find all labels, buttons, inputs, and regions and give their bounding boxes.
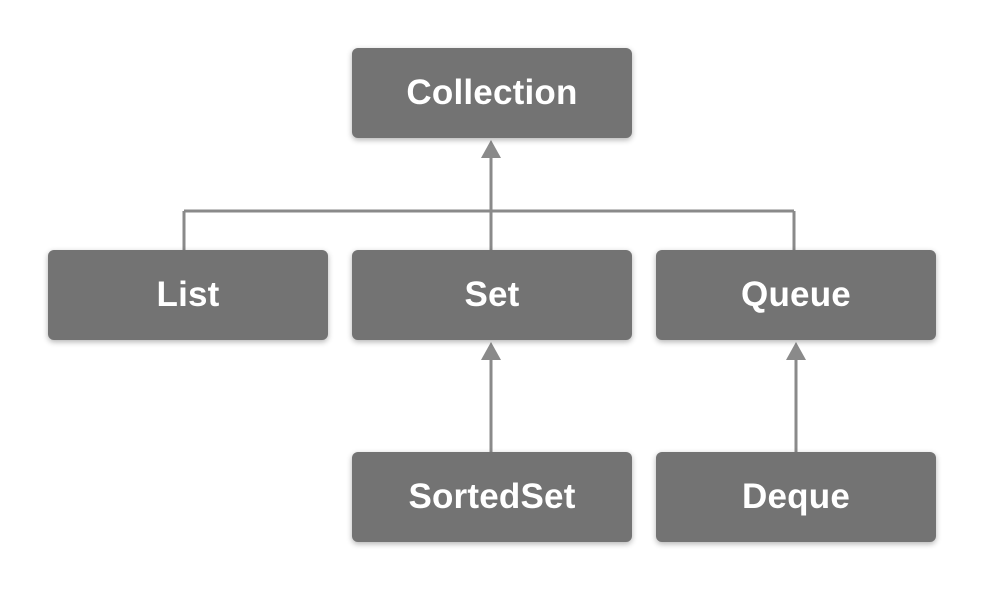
deque-node: Deque (656, 452, 936, 542)
arrowhead-set (481, 342, 501, 360)
sortedset-label: SortedSet (408, 477, 576, 516)
list-node: List (48, 250, 328, 340)
arrowhead-collection (481, 140, 501, 158)
collection-label: Collection (406, 73, 578, 112)
sortedset-node: SortedSet (352, 452, 632, 542)
collection-node: Collection (352, 48, 632, 138)
set-label: Set (464, 275, 520, 314)
queue-label: Queue (741, 275, 851, 314)
arrowhead-queue (786, 342, 806, 360)
list-label: List (156, 275, 220, 314)
deque-label: Deque (742, 477, 850, 516)
queue-node: Queue (656, 250, 936, 340)
set-node: Set (352, 250, 632, 340)
